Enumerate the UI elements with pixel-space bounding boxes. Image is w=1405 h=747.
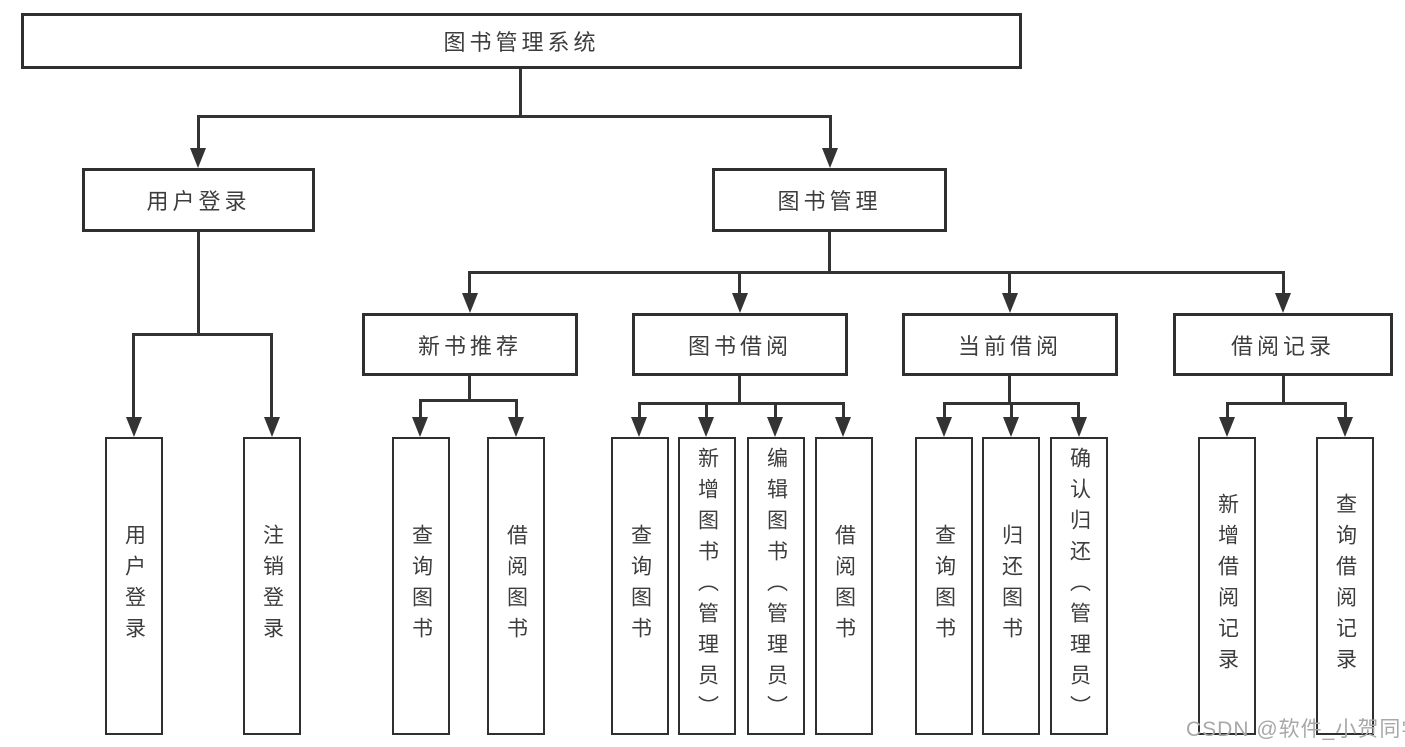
arrowhead-icon: [1275, 293, 1291, 313]
leaf-user-login: 用户登录: [105, 437, 163, 735]
node-borrowing-records: 借阅记录: [1173, 313, 1393, 376]
arrowhead-icon: [835, 417, 851, 437]
leaf-edit-books-admin: 编辑图书（管理员）: [747, 437, 805, 735]
node-label: 图书管理系统: [443, 30, 600, 55]
arrowhead-icon: [1219, 417, 1235, 437]
leaf-return-books: 归还图书: [982, 437, 1040, 735]
leaf-query-books-borrowing: 查询图书: [611, 437, 669, 735]
node-book-borrowing: 图书借阅: [632, 313, 848, 376]
csdn-watermark: CSDN @软件_小贺同学: [1186, 718, 1405, 741]
node-label: 查询图书: [409, 524, 433, 648]
edge-line: [132, 333, 273, 336]
arrowhead-icon: [936, 417, 952, 437]
leaf-add-books-admin: 新增图书（管理员）: [678, 437, 736, 735]
leaf-query-books-recommend: 查询图书: [392, 437, 450, 735]
leaf-query-books-current: 查询图书: [915, 437, 973, 735]
node-label: 新增图书（管理员）: [695, 446, 719, 726]
node-label: 当前借阅: [957, 333, 1062, 359]
edge-line: [1077, 402, 1080, 419]
node-label: 用户登录: [122, 524, 146, 648]
edge-line: [943, 402, 946, 419]
edge-line: [1226, 402, 1346, 405]
arrowhead-icon: [1337, 417, 1353, 437]
arrowhead-icon: [1003, 417, 1019, 437]
arrowhead-icon: [1002, 293, 1018, 313]
edge-line: [829, 115, 832, 151]
edge-line: [1282, 271, 1285, 297]
node-label: 图书借阅: [687, 333, 792, 359]
node-user-login: 用户登录: [82, 168, 315, 232]
arrowhead-icon: [822, 148, 838, 168]
node-new-book-recommend: 新书推荐: [362, 313, 578, 376]
node-label: 归还图书: [999, 524, 1023, 648]
edge-line: [738, 271, 741, 297]
leaf-borrow-books: 借阅图书: [815, 437, 873, 735]
node-label: 新增借阅记录: [1215, 493, 1239, 679]
edge-line: [419, 399, 518, 402]
node-label: 查询图书: [932, 524, 956, 648]
arrowhead-icon: [767, 417, 783, 437]
node-book-management: 图书管理: [712, 168, 947, 232]
node-label: 图书管理: [777, 189, 882, 214]
leaf-add-borrow-record: 新增借阅记录: [1198, 437, 1256, 735]
arrowhead-icon: [698, 417, 714, 437]
arrowhead-icon: [508, 417, 524, 437]
edge-line: [774, 402, 777, 419]
edge-line: [828, 232, 831, 274]
arrowhead-icon: [126, 417, 142, 437]
arrowhead-icon: [1071, 417, 1087, 437]
node-current-borrowing: 当前借阅: [902, 313, 1118, 376]
node-label: 借阅记录: [1230, 333, 1335, 359]
edge-line: [1008, 271, 1011, 297]
arrowhead-icon: [462, 293, 478, 313]
node-label: 新书推荐: [417, 333, 522, 359]
node-label: 查询借阅记录: [1333, 493, 1357, 679]
edge-line: [197, 115, 832, 118]
edge-line: [270, 333, 273, 419]
edge-line: [638, 402, 845, 405]
leaf-confirm-return-admin: 确认归还（管理员）: [1050, 437, 1108, 735]
edge-line: [132, 333, 135, 419]
arrowhead-icon: [631, 417, 647, 437]
leaf-query-borrow-record: 查询借阅记录: [1316, 437, 1374, 735]
edge-line: [738, 376, 741, 404]
node-label: 借阅图书: [832, 524, 856, 648]
arrowhead-icon: [190, 148, 206, 168]
edge-line: [842, 402, 845, 419]
node-label: 确认归还（管理员）: [1067, 446, 1091, 726]
edge-line: [1008, 376, 1011, 404]
node-label: 注销登录: [260, 524, 284, 648]
edge-line: [468, 376, 471, 401]
node-root-library-system: 图书管理系统: [21, 13, 1022, 69]
edge-line: [1226, 402, 1229, 419]
node-label: 查询图书: [628, 524, 652, 648]
edge-line: [519, 69, 522, 117]
leaf-logout: 注销登录: [243, 437, 301, 735]
edge-line: [1344, 402, 1347, 419]
edge-line: [705, 402, 708, 419]
edge-line: [1282, 376, 1285, 404]
arrowhead-icon: [732, 293, 748, 313]
edge-line: [1010, 402, 1013, 419]
node-label: 用户登录: [146, 189, 251, 214]
edge-line: [468, 271, 1285, 274]
arrowhead-icon: [412, 417, 428, 437]
edge-line: [468, 271, 471, 297]
edge-line: [419, 399, 422, 419]
edge-line: [197, 232, 200, 335]
edge-line: [197, 115, 200, 151]
node-label: 借阅图书: [504, 524, 528, 648]
edge-line: [638, 402, 641, 419]
node-label: 编辑图书（管理员）: [764, 446, 788, 726]
edge-line: [515, 399, 518, 419]
leaf-borrow-books-recommend: 借阅图书: [487, 437, 545, 735]
arrowhead-icon: [264, 417, 280, 437]
